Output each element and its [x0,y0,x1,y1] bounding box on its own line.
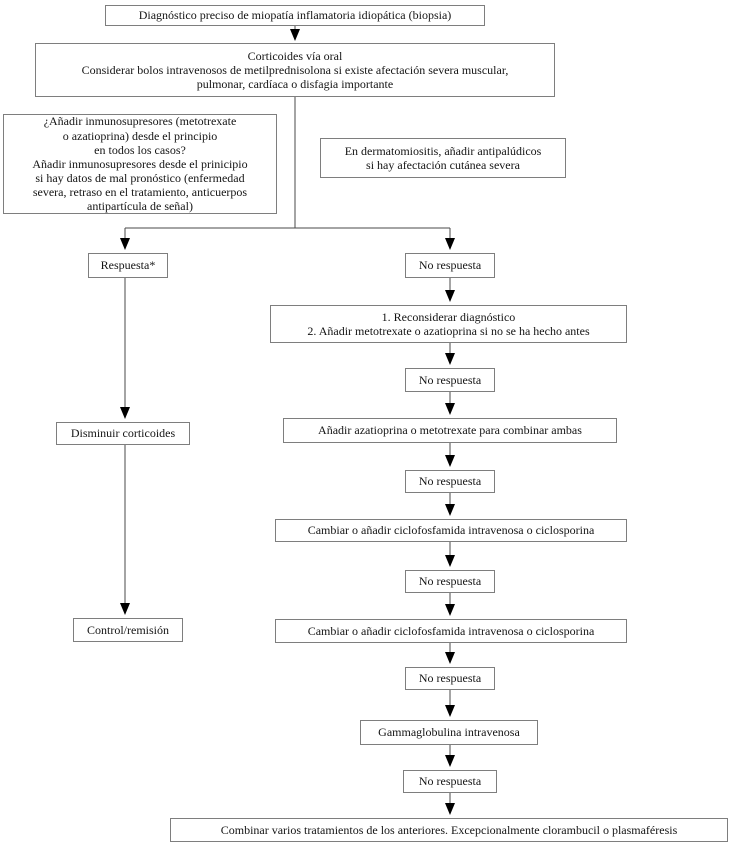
node-iv-gammaglobulin: Gammaglobulina intravenosa [360,720,538,745]
node-no-response-6: No respuesta [403,770,497,793]
node-combine-treatments: Combinar varios tratamientos de los ante… [170,818,728,842]
node-reduce-corticosteroids: Disminuir corticoides [56,422,190,445]
node-no-response-3: No respuesta [405,470,495,493]
node-reconsider-diagnosis: 1. Reconsiderar diagnóstico 2. Añadir me… [270,305,627,343]
node-no-response-1: No respuesta [405,253,495,278]
node-no-response-4: No respuesta [405,570,495,593]
node-oral-corticosteroids: Corticoides vía oral Considerar bolos in… [35,43,555,97]
node-dermatomyositis-note: En dermatomiositis, añadir antipalúdicos… [320,138,566,178]
node-add-azathioprine-methotrexate: Añadir azatioprina o metotrexate para co… [283,418,617,443]
node-response: Respuesta* [88,253,168,278]
node-immunosuppressants-question: ¿Añadir inmunosupresores (metotrexate o … [3,114,277,214]
node-cyclophosphamide-ciclosporin-2: Cambiar o añadir ciclofosfamida intraven… [275,619,627,643]
node-no-response-2: No respuesta [405,368,495,392]
node-cyclophosphamide-ciclosporin-1: Cambiar o añadir ciclofosfamida intraven… [275,519,627,542]
node-diagnosis: Diagnóstico preciso de miopatía inflamat… [105,5,485,26]
node-no-response-5: No respuesta [405,667,495,690]
node-control-remission: Control/remisión [73,618,183,642]
